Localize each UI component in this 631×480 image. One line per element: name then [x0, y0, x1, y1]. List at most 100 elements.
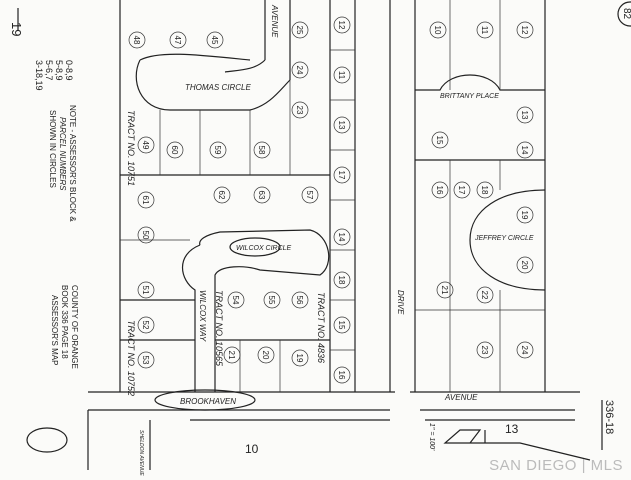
parcel-number: 55: [267, 296, 276, 305]
street-drive: DRIVE: [396, 290, 405, 315]
parcel-number: 14: [337, 233, 346, 242]
parcel-number: 17: [337, 171, 346, 180]
parcel-circle: [516, 141, 534, 159]
parcel-circle: [476, 341, 494, 359]
parcel-circle: [137, 226, 155, 244]
parcel-circle: [333, 366, 351, 384]
title-block: ASSESSOR'S MAP BOOK 336 PAGE 18 COUNTY O…: [50, 285, 79, 369]
parcel-circle: [128, 31, 146, 49]
parcel-circle: [516, 341, 534, 359]
parcel-number: 20: [261, 351, 270, 360]
street-sheldon-avenue: SHELDON AVENUE: [138, 430, 144, 476]
parcel-number: 53: [141, 356, 150, 365]
parcel-circle: [516, 106, 534, 124]
parcel-circle: [253, 186, 271, 204]
parcel-number: 54: [231, 296, 240, 305]
parcel-number: 13: [337, 121, 346, 130]
parcel-circle: [169, 31, 187, 49]
parcel-number: 19: [520, 211, 529, 220]
parcel-circle: [333, 66, 351, 84]
revision-notes: 3-18,19 5-6,7 5-8,9 0-8,9: [34, 60, 74, 91]
parcel-number: 14: [520, 146, 529, 155]
parcel-circle: [333, 228, 351, 246]
parcel-circle: [166, 141, 184, 159]
parcel-circle: [263, 291, 281, 309]
parcel-circle: [333, 271, 351, 289]
block-number: 13: [505, 422, 519, 436]
parcel-number: 50: [141, 231, 150, 240]
watermark: SAN DIEGO | MLS: [489, 457, 623, 474]
title-line: BOOK 336 PAGE 18: [60, 285, 69, 359]
title-line: COUNTY OF ORANGE: [70, 285, 79, 369]
note-line: SHOWN IN CIRCLES: [48, 110, 57, 188]
map-linework: [17, 0, 603, 470]
parcel-circle: [209, 141, 227, 159]
parcel-circle: [476, 21, 494, 39]
parcel-circle: [333, 16, 351, 34]
parcel-circle: [223, 346, 241, 364]
parcel-number: 15: [337, 321, 346, 330]
parcel-circle: [333, 116, 351, 134]
parcel-number: 12: [337, 21, 346, 30]
parcel-number: 23: [480, 346, 489, 355]
parcel-circle: [431, 131, 449, 149]
parcel-number: 21: [227, 351, 236, 360]
page-number-left: 19: [9, 22, 24, 36]
parcel-circle: [453, 181, 471, 199]
parcel-number: 12: [520, 26, 529, 35]
parcel-number: 11: [337, 71, 346, 80]
note-line: NOTE - ASSESSOR'S BLOCK &: [68, 105, 77, 222]
parcel-circle: [137, 191, 155, 209]
parcel-number: 17: [457, 186, 466, 195]
parcel-number: 24: [295, 66, 304, 75]
street-wilcox-way: WILCOX WAY: [198, 290, 207, 342]
parcel-circle: [253, 141, 271, 159]
parcel-circle: [291, 291, 309, 309]
tract-label: TRACT NO. 10565: [214, 290, 224, 367]
parcel-circle: [213, 186, 231, 204]
parcel-circle: [291, 61, 309, 79]
parcel-number: 61: [141, 196, 150, 205]
parcel-circle: [137, 316, 155, 334]
parcel-number: 11: [480, 26, 489, 35]
parcel-circle: [333, 166, 351, 184]
parcel-circle: [516, 206, 534, 224]
map-note: NOTE - ASSESSOR'S BLOCK & PARCEL NUMBERS…: [48, 105, 77, 222]
parcel-circle: [301, 186, 319, 204]
parcel-number: 20: [520, 261, 529, 270]
parcel-circle: [291, 101, 309, 119]
note-line: PARCEL NUMBERS: [58, 117, 67, 191]
parcel-circle: [431, 181, 449, 199]
block-number: 82: [621, 8, 631, 20]
parcel-number: 48: [132, 36, 141, 45]
parcel-number: 60: [170, 146, 179, 155]
parcel-circle: [137, 281, 155, 299]
parcel-circle: [291, 21, 309, 39]
parcel-number: 63: [257, 191, 266, 200]
parcel-number: 47: [173, 36, 182, 45]
revision-note: 5-8,9: [54, 60, 64, 81]
parcel-number: 62: [217, 191, 226, 200]
street-avenue-top: AVENUE: [270, 4, 279, 38]
parcel-number: 45: [210, 36, 219, 45]
parcel-circle: [227, 291, 245, 309]
parcel-number: 57: [305, 191, 314, 200]
parcel-number: 15: [435, 136, 444, 145]
map-id: 336-18: [603, 400, 615, 434]
block-number: 10: [245, 442, 259, 456]
parcel-number: 24: [520, 346, 529, 355]
parcel-number: 59: [213, 146, 222, 155]
revision-note: 0-8,9: [64, 60, 74, 81]
parcel-circle: [429, 21, 447, 39]
parcel-number: 51: [141, 286, 150, 295]
parcel-circle: [476, 286, 494, 304]
street-wilcox-circle: WILCOX CIRCLE: [236, 245, 292, 252]
parcel-circle: [137, 351, 155, 369]
parcel-number: 49: [141, 141, 150, 150]
parcel-circle: [257, 346, 275, 364]
parcel-number: 18: [480, 186, 489, 195]
parcel-number: 18: [337, 276, 346, 285]
parcel-number: 58: [257, 146, 266, 155]
